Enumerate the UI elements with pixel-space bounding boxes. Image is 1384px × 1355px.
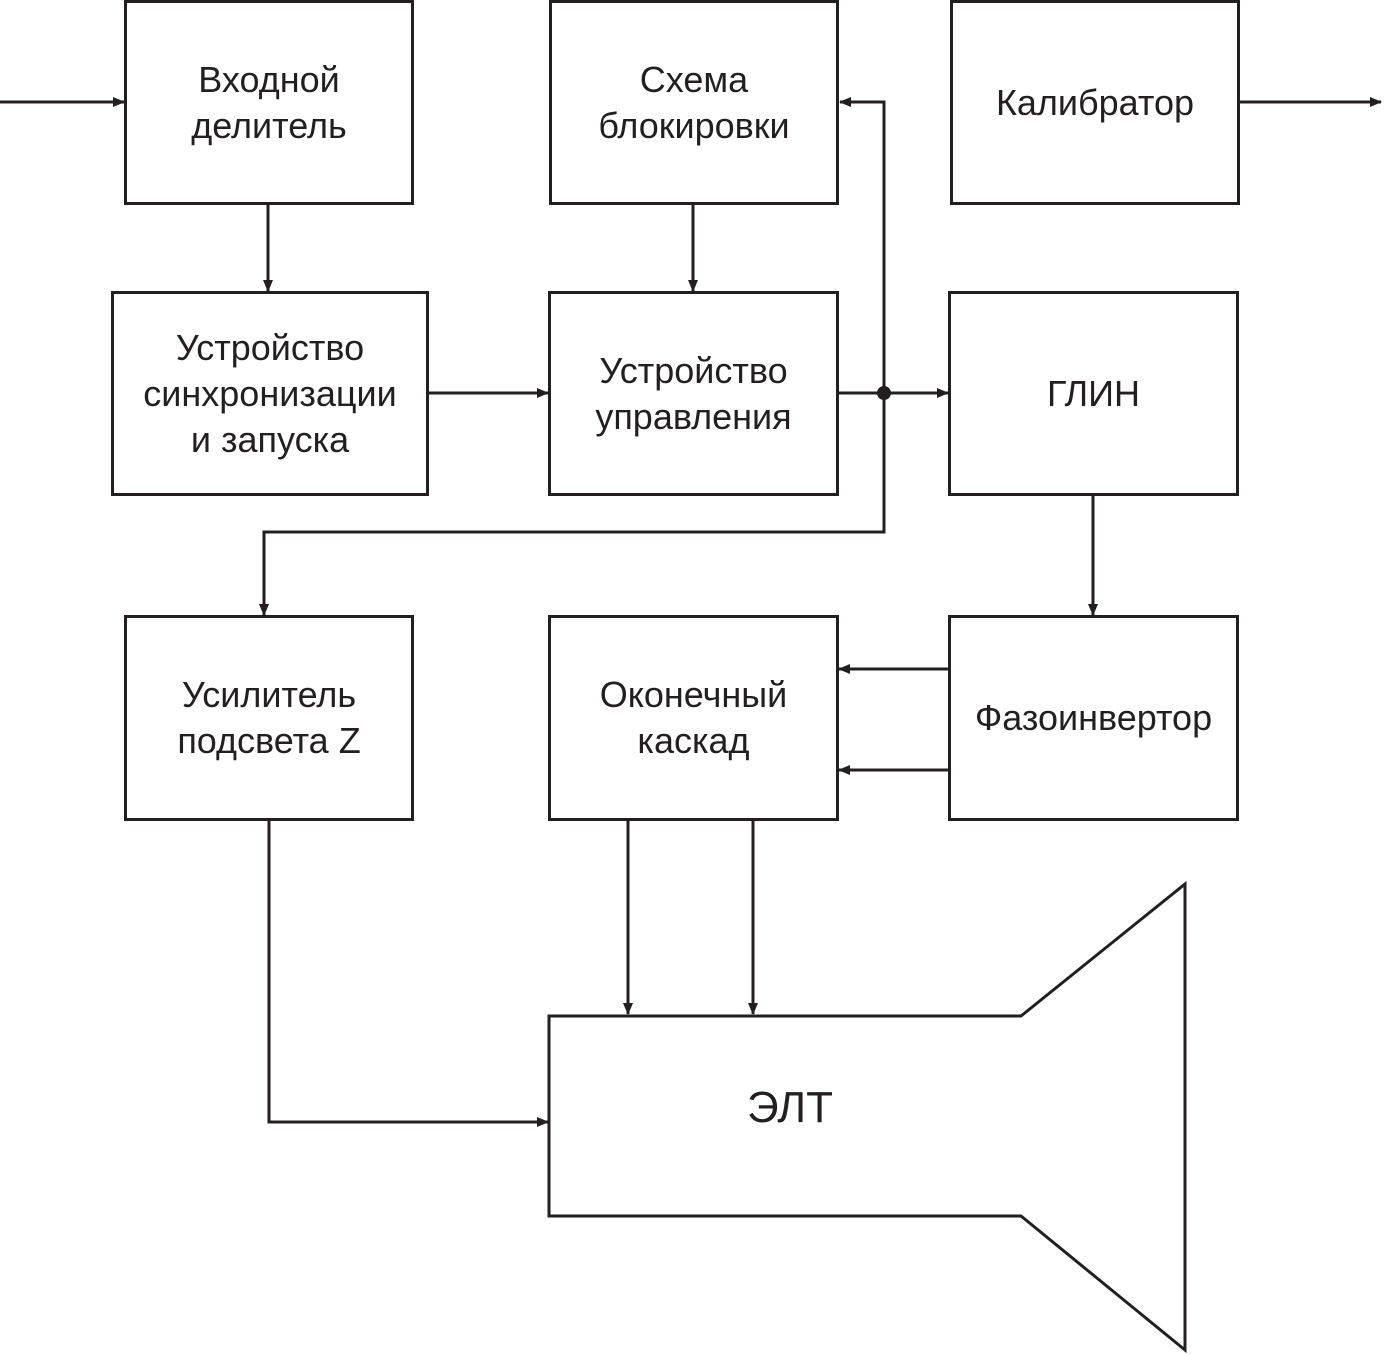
sync-trigger-label: Устройство синхронизации и запуска [143, 326, 397, 460]
phase-inverter-label: Фазоинвертор [974, 697, 1213, 738]
output-stage-label: Оконечный каскад [599, 674, 788, 761]
feedback-to-blocking-arrow [839, 97, 886, 393]
sync-trigger-block: Устройство синхронизации и запуска [111, 291, 429, 496]
input-divider-label: Входной делитель [191, 58, 347, 146]
crt-outline [547, 880, 1187, 1354]
calibrator-label: Калибратор [995, 81, 1195, 123]
input-divider-block: Входной делитель [124, 0, 414, 205]
z-amplifier-to-crt-arrow [267, 821, 549, 1127]
blocking-circuit-label: Схема блокировки [598, 58, 790, 146]
z-amplifier-label: Усилитель подсвета Z [177, 674, 361, 761]
blocking-circuit-block: Схема блокировки [549, 0, 839, 205]
branch-to-z-amplifier-arrow [259, 393, 886, 616]
output-stage-block: Оконечный каскад [548, 615, 839, 821]
control-unit-block: Устройство управления [548, 291, 839, 496]
ramp-generator-label: ГЛИН [1047, 372, 1140, 414]
ramp-generator-block: ГЛИН [948, 291, 1239, 496]
z-amplifier-block: Усилитель подсвета Z [124, 615, 414, 821]
phase-inverter-block: Фазоинвертор [948, 615, 1239, 821]
crt-label: ЭЛТ [747, 1083, 833, 1132]
control-unit-label: Устройство управления [595, 349, 792, 437]
calibrator-block: Калибратор [950, 0, 1240, 205]
junction-dot [877, 386, 891, 400]
